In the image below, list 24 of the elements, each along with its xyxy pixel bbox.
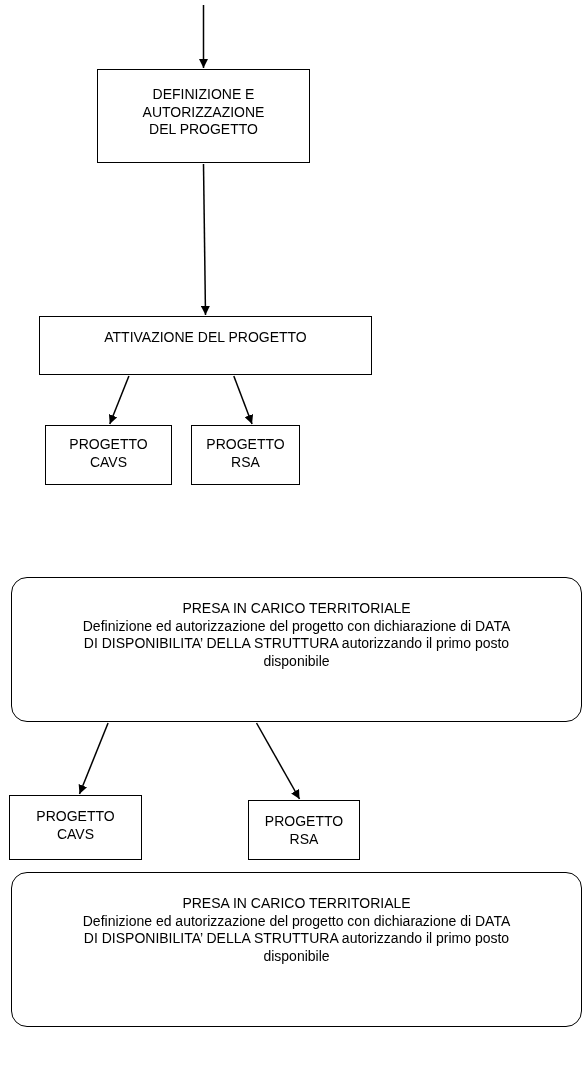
arrow [108,375,130,425]
box-text: PROGETTO RSA [205,436,286,471]
box-text: PROGETTO RSA [263,813,345,848]
process-box [9,795,142,860]
process-box [97,69,310,163]
box-text: PRESA IN CARICO TERRITORIALE [181,895,412,913]
box-text: Definizione ed autorizzazione del progetto con dichiarazione di DATA DI DISPONIBILITA’ DELLA STRUTTURA autorizzando il primo posto disponibile [81,617,512,670]
rounded-process-box [11,872,582,1027]
arrow [233,375,254,425]
arrow [78,722,109,795]
arrow [200,163,210,316]
box-text: PROGETTO CAVS [68,436,149,471]
box-text: PRESA IN CARICO TERRITORIALE [181,600,412,618]
box-text: PROGETTO CAVS [35,808,116,843]
box-text: ATTIVAZIONE DEL PROGETTO [103,329,308,347]
box-text: Definizione ed autorizzazione del progetto con dichiarazione di DATA DI DISPONIBILITA’ DELLA STRUTTURA autorizzando il primo posto disponibile [81,912,512,965]
process-box [248,800,360,860]
arrow [255,722,301,800]
arrow [199,4,208,69]
rounded-process-box [11,577,582,722]
process-box [45,425,172,485]
box-text: DEFINIZIONE E AUTORIZZAZIONE DEL PROGETTO [141,86,266,139]
process-box [39,316,372,375]
process-box [191,425,300,485]
